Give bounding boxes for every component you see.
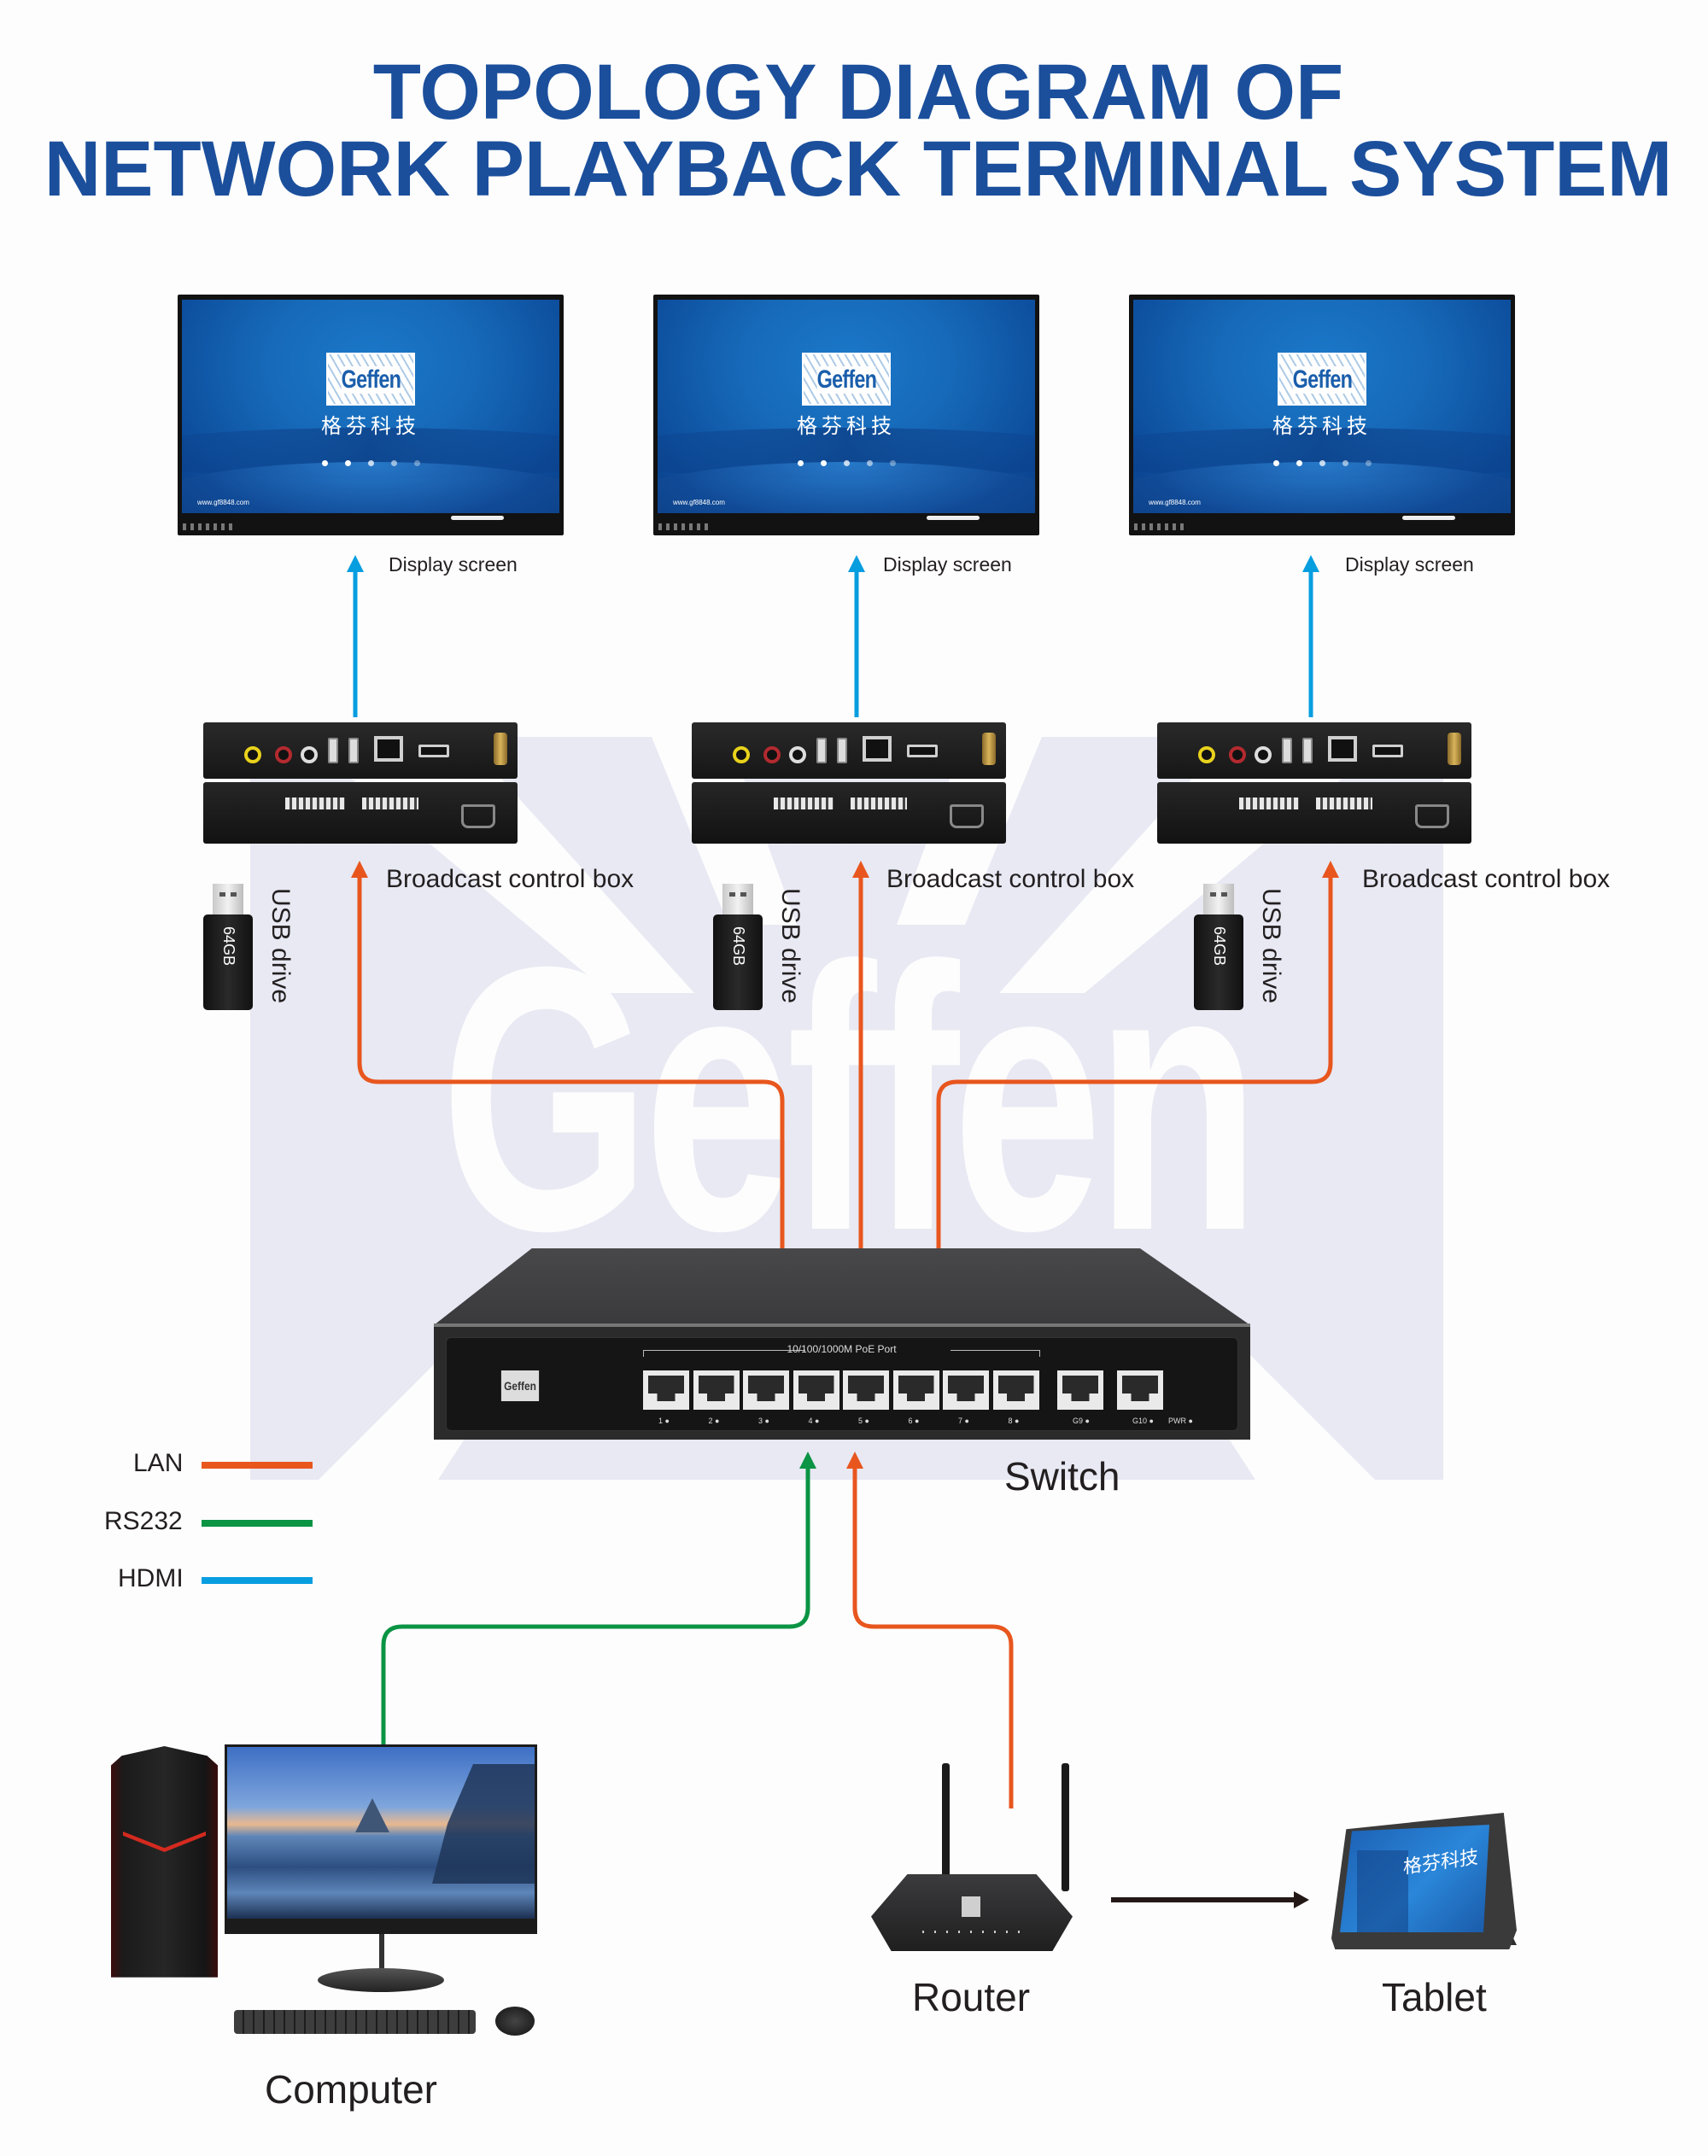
mouse-icon [495, 2007, 535, 2036]
switch-port-label: 1 ● [658, 1417, 670, 1425]
company-name-cn: 格芬科技 [797, 414, 896, 438]
switch-port-1 [643, 1370, 689, 1410]
usb-drive-label-3: USB drive [1257, 888, 1285, 1004]
legend-lan-label: LAN [133, 1449, 184, 1477]
title-line-1: TOPOLOGY DIAGRAM OF [372, 49, 1344, 136]
switch-port-4 [793, 1370, 839, 1410]
taskbar-icons [183, 523, 234, 530]
hdmi-arrowhead-3 [1302, 555, 1319, 572]
computer-tower-icon [111, 1746, 218, 1978]
switch-port-label: G9 ● [1073, 1417, 1090, 1425]
stylus-icon [927, 516, 980, 520]
legend-rs232-line [202, 1520, 313, 1527]
switch-port-7 [943, 1370, 989, 1410]
display-screen-label-1: Display screen [389, 553, 518, 576]
power-indicator-label: PWR ● [1168, 1417, 1193, 1425]
switch-port-g10 [1117, 1370, 1163, 1410]
broadcast-control-box-3 [1157, 722, 1471, 844]
router-label: Router [912, 1975, 1031, 2019]
switch-front-panel: Geffen 10/100/1000M PoE Port 1 ● 2 ● 3 ● 4 … [446, 1337, 1238, 1431]
broadcast-control-box-1 [203, 722, 518, 844]
switch-port-label: G10 ● [1132, 1417, 1154, 1425]
hdmi-arrowhead-1 [347, 555, 364, 572]
legend-lan-line [202, 1462, 313, 1469]
switch-port-label: 8 ● [1008, 1417, 1020, 1425]
usb-capacity: 64GB [220, 926, 237, 967]
switch-port-label: 3 ● [758, 1417, 769, 1425]
geffen-logo-icon: Geffen [500, 1370, 540, 1401]
switch-port-8 [992, 1370, 1039, 1410]
carousel-dots [182, 460, 559, 466]
taskbar-icons [1134, 523, 1185, 530]
company-name-cn: 格芬科技 [321, 414, 420, 438]
usb-drive-icon: 64GB [203, 884, 253, 1010]
switch-port-label: 4 ● [808, 1417, 820, 1425]
switch-port-5 [843, 1370, 889, 1410]
display-screen-content: Geffen 格芬科技 www.gf8848.com [658, 300, 1035, 513]
display-screen-1: Geffen 格芬科技 www.gf8848.com [178, 295, 564, 535]
router-tablet-arrowhead [1294, 1891, 1309, 1908]
stylus-icon [451, 516, 504, 520]
monitor-stand [379, 1934, 384, 1977]
rs232-line-computer [381, 1467, 810, 1744]
company-name-cn: 格芬科技 [1272, 414, 1372, 438]
switch-port-g9 [1057, 1370, 1103, 1410]
stylus-icon [1402, 516, 1455, 520]
monitor-base [318, 1968, 444, 1992]
legend-rs232-label: RS232 [104, 1507, 183, 1535]
usb-drive-icon: 64GB [713, 884, 763, 1010]
poe-port-label: 10/100/1000M PoE Port [787, 1343, 897, 1355]
keyboard-icon [234, 2010, 476, 2034]
computer-label: Computer [265, 2067, 437, 2112]
switch-port-6 [892, 1370, 939, 1410]
usb-drive-icon: 64GB [1194, 884, 1243, 1010]
title-line-2: NETWORK PLAYBACK TERMINAL SYSTEM [44, 126, 1673, 213]
carousel-dots [658, 460, 1035, 466]
legend-hdmi-line [202, 1577, 313, 1584]
taskbar-icons [658, 523, 710, 530]
router-antenna-icon [942, 1763, 950, 1891]
watermark-text: Geffen [440, 890, 1261, 1309]
control-box-label-1: Broadcast control box [386, 865, 635, 893]
legend-hdmi-label: HDMI [118, 1564, 184, 1592]
router-icon [871, 1874, 1073, 1951]
lan-line-router [852, 1467, 1014, 1808]
display-screen-label-2: Display screen [883, 553, 1012, 576]
switch-port-label: 7 ● [958, 1417, 969, 1425]
switch-port-label: 5 ● [858, 1417, 869, 1425]
switch-port-2 [693, 1370, 740, 1410]
switch-port-label: 6 ● [908, 1417, 920, 1425]
website-url: www.gf8848.com [197, 499, 249, 506]
usb-drive-label-1: USB drive [266, 888, 295, 1004]
usb-capacity: 64GB [730, 926, 747, 967]
switch-port-3 [743, 1370, 789, 1410]
hdmi-arrowhead-2 [848, 555, 865, 572]
carousel-dots [1133, 460, 1511, 466]
network-switch: Geffen 10/100/1000M PoE Port 1 ● 2 ● 3 ● 4 … [434, 1248, 1250, 1441]
geffen-logo-icon: Geffen [802, 353, 891, 406]
tablet-icon: 格芬科技 [1331, 1813, 1517, 1949]
computer-monitor-icon [225, 1744, 537, 1934]
display-screen-2: Geffen 格芬科技 www.gf8848.com [653, 295, 1039, 535]
website-url: www.gf8848.com [673, 499, 725, 506]
switch-port-label: 2 ● [708, 1417, 720, 1425]
display-screen-content: Geffen 格芬科技 www.gf8848.com [182, 300, 559, 513]
geffen-logo-icon: Geffen [1278, 353, 1366, 406]
switch-label: Switch [1004, 1454, 1120, 1499]
display-screen-content: Geffen 格芬科技 www.gf8848.com [1133, 300, 1511, 513]
control-box-label-2: Broadcast control box [886, 865, 1135, 893]
geffen-logo-icon: Geffen [326, 353, 415, 406]
tablet-label: Tablet [1382, 1975, 1487, 2019]
display-screen-label-3: Display screen [1345, 553, 1474, 576]
control-box-label-3: Broadcast control box [1362, 865, 1611, 893]
usb-capacity: 64GB [1211, 926, 1228, 967]
website-url: www.gf8848.com [1149, 499, 1201, 506]
usb-drive-label-2: USB drive [776, 888, 804, 1004]
display-screen-3: Geffen 格芬科技 www.gf8848.com [1129, 295, 1515, 535]
router-antenna-icon [1062, 1763, 1069, 1891]
broadcast-control-box-2 [692, 722, 1006, 844]
